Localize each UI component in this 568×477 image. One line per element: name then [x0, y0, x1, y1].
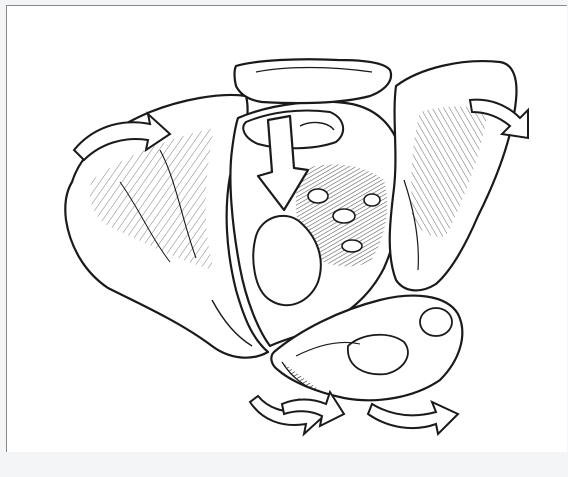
right-ilium [390, 61, 517, 290]
lumbar-vertebra [235, 59, 392, 103]
